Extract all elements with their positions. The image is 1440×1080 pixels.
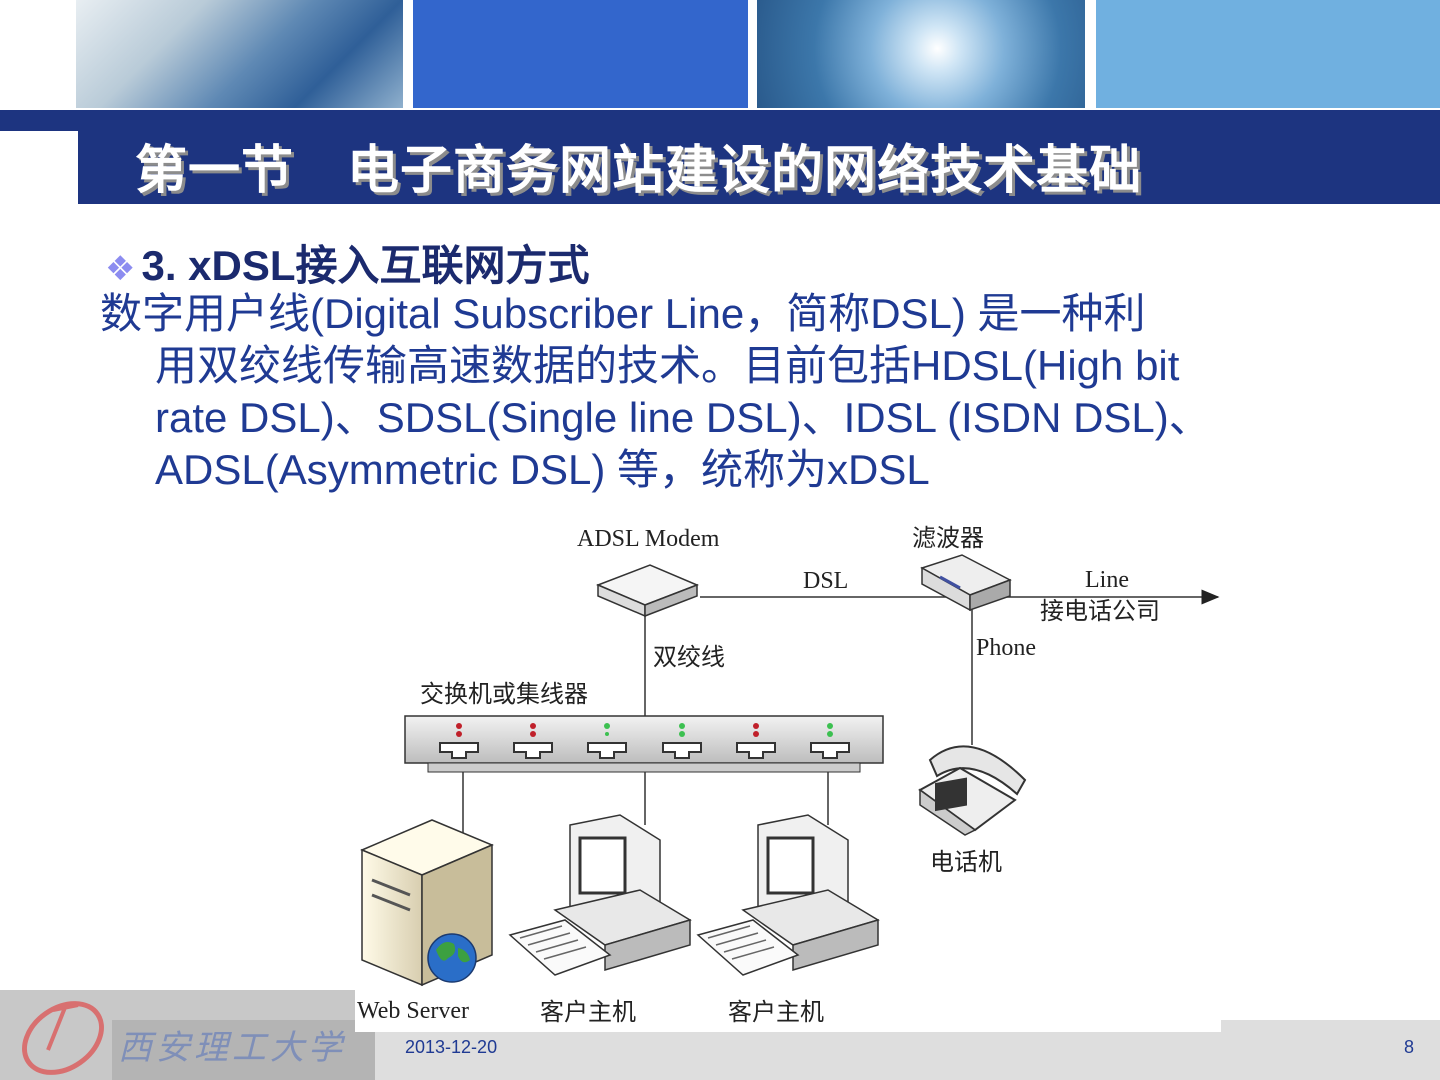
label-filter: 滤波器 [912, 525, 984, 552]
client-pc-icon [508, 814, 692, 976]
label-adsl-modem: ADSL Modem [577, 526, 720, 552]
adsl-modem-icon [596, 564, 699, 618]
section-heading: ❖3. xDSL接入互联网方式 [105, 232, 590, 293]
xdsl-network-diagram: ADSL Modem 滤波器 DSL Line 接电话公司 双绞线 Phone … [355, 515, 1221, 1032]
footer-date: 2013-12-20 [405, 1037, 498, 1057]
header-photo-buildings [757, 0, 1085, 108]
paragraph-line: 用双绞线传输高速数据的技术。目前包括HDSL(High bit [155, 342, 1180, 389]
label-to-phone-company: 接电话公司 [1040, 598, 1160, 625]
header-block-blue [413, 0, 748, 108]
filter-icon [920, 554, 1012, 612]
title-band [0, 110, 1440, 204]
label-telephone: 电话机 [930, 849, 1002, 876]
web-server-icon [360, 819, 494, 987]
footer-logo-block [112, 1020, 375, 1080]
header-photo-typing [76, 0, 403, 108]
paragraph-line: 数字用户线(Digital Subscriber Line，简称DSL) 是一种… [100, 290, 1146, 337]
paragraph-line: rate DSL)、SDSL(Single line DSL)、IDSL (IS… [155, 394, 1211, 441]
body-paragraph: 数字用户线(Digital Subscriber Line，简称DSL) 是一种… [100, 288, 1390, 496]
label-switch-hub: 交换机或集线器 [420, 681, 588, 708]
label-client1: 客户主机 [540, 999, 636, 1026]
page-number: 8 [1404, 1037, 1415, 1057]
diamond-bullet-icon: ❖ [105, 250, 136, 288]
diagram-svg: ADSL Modem 滤波器 DSL Line 接电话公司 双绞线 Phone … [357, 525, 1220, 1026]
heading-text: 3. xDSL接入互联网方式 [141, 242, 590, 289]
header-block-lightblue [1096, 0, 1440, 108]
university-logo-text: 西安理工大学 [118, 1028, 346, 1068]
paragraph-line: ADSL(Asymmetric DSL) 等，统称为xDSL [155, 446, 930, 493]
switch-ports [439, 723, 850, 759]
university-logo-icon [22, 1001, 104, 1075]
label-dsl: DSL [803, 568, 848, 594]
label-twisted-pair: 双绞线 [653, 644, 725, 671]
label-client2: 客户主机 [728, 999, 824, 1026]
label-line: Line [1085, 567, 1129, 593]
label-phone: Phone [976, 635, 1036, 661]
telephone-icon [918, 745, 1027, 836]
slide-title: 第一节 电子商务网站建设的网络技术基础 [135, 141, 1143, 201]
label-web-server: Web Server [357, 998, 469, 1024]
switch-hub-icon [404, 715, 884, 773]
title-band-notch [0, 131, 78, 204]
client-pc-icon [696, 814, 880, 976]
